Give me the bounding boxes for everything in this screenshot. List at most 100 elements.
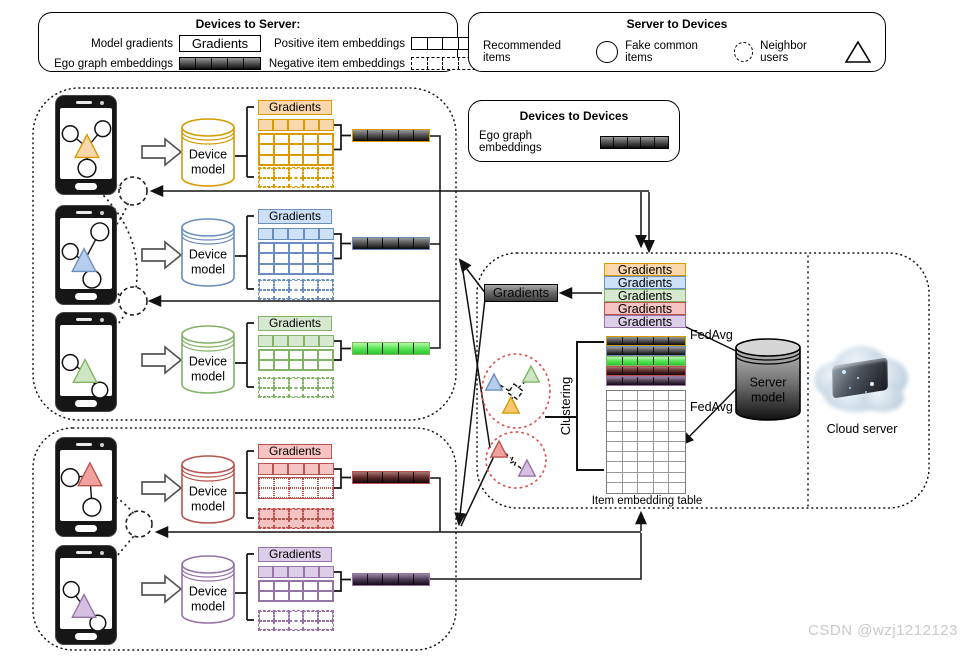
model-gradients-label: Model gradients (91, 37, 173, 50)
bar-segment (638, 357, 654, 365)
phone-device-orange (55, 95, 117, 195)
bar-segment (638, 377, 654, 385)
phone-screen (60, 558, 112, 632)
gradient-table-device-blue (258, 242, 334, 275)
graph-node (82, 269, 102, 289)
cluster-user-triangle-green (521, 364, 541, 383)
item-cell (654, 482, 670, 493)
positive-row-device-green (258, 335, 334, 347)
server-gradients-device-blue: Gradients (604, 276, 686, 289)
bar-segment (623, 347, 639, 355)
negative-items-label: Negative item embeddings (268, 57, 405, 70)
right-bracket (334, 340, 351, 361)
bar-segment (443, 38, 459, 49)
fake-common-item-icon (733, 42, 754, 62)
gradients-label-device-green: Gradients (258, 316, 332, 331)
left-bracket (235, 450, 254, 519)
negative-table-device-orange (258, 167, 334, 188)
bar-segment (669, 337, 685, 345)
left-bracket (235, 553, 254, 621)
graph-node (77, 158, 97, 178)
block-arrow (141, 574, 183, 604)
server-gradients-device-orange: Gradients (604, 263, 686, 276)
item-cell (669, 483, 685, 493)
bar-segment (669, 377, 685, 385)
svg-text:Device: Device (189, 248, 227, 262)
gradient-table-device-green (258, 349, 334, 371)
item-cell (622, 411, 639, 422)
cylinder-device-model: Device model (181, 118, 235, 188)
item-cell (653, 431, 670, 442)
fake-common-items-label: Fake common items (625, 40, 698, 64)
positive-items-label: Positive item embeddings (273, 37, 405, 50)
bar-segment (399, 472, 414, 483)
right-bracket (334, 571, 351, 592)
item-cell (669, 401, 685, 412)
item-cell (622, 431, 639, 442)
positive-row-device-red (258, 463, 334, 475)
cluster-user-triangle-orange (501, 395, 521, 414)
ego-graph (60, 461, 103, 517)
item-cell (607, 411, 623, 422)
bar-segment (428, 58, 444, 69)
item-cell (622, 441, 639, 453)
watermark: CSDN @wzj1212123 (808, 622, 958, 639)
bar-segment (228, 58, 244, 69)
bar-segment (368, 130, 384, 141)
bar-segment (669, 367, 685, 375)
item-cell (622, 391, 639, 402)
embedding-bar-device-red (352, 471, 430, 484)
bar-segment (244, 58, 260, 69)
bar-segment (399, 130, 414, 141)
user-triangle (74, 133, 100, 159)
bar-segment (654, 367, 670, 375)
bar-segment (654, 347, 670, 355)
bar-segment (601, 136, 615, 148)
server-embedding-bar-device-red (606, 366, 686, 376)
bar-segment (383, 238, 399, 249)
server-boundary (476, 252, 930, 509)
item-cell (669, 442, 685, 453)
item-cell (638, 411, 654, 422)
right-bracket (334, 233, 351, 260)
svg-text:Device: Device (189, 355, 227, 369)
ego-graph-bar (599, 135, 669, 149)
cluster-user-triangle-purple (517, 458, 537, 477)
neighbor-users-label: Neighbor users (760, 40, 807, 64)
phone-device-green (55, 312, 117, 412)
item-cell (623, 482, 639, 493)
svg-text:model: model (191, 163, 225, 177)
svg-text:Device: Device (189, 148, 227, 162)
fake-common-item-circle-3 (125, 510, 153, 538)
block-arrow (141, 240, 183, 270)
item-cell (653, 462, 670, 473)
bar-segment (399, 574, 414, 585)
bar-segment (607, 337, 623, 345)
right-bracket (334, 124, 351, 151)
item-cell (653, 421, 670, 432)
svg-text:model: model (751, 391, 785, 405)
item-cell (669, 462, 685, 473)
embedding-bar-device-orange (352, 129, 430, 142)
phone-screen (60, 325, 112, 399)
bar-segment (414, 574, 429, 585)
bar-segment (654, 377, 670, 385)
item-cell (669, 452, 685, 463)
left-bracket (235, 106, 254, 178)
item-cell (638, 391, 654, 402)
bar-segment (368, 238, 384, 249)
bar-segment (368, 472, 384, 483)
phone-screen (60, 450, 112, 521)
svg-text:model: model (191, 263, 225, 277)
bar-segment (383, 343, 399, 354)
graph-node (91, 381, 109, 399)
bar-segment (412, 38, 428, 49)
bar-segment (414, 130, 429, 141)
item-cell (638, 482, 654, 493)
gradients-label-device-orange: Gradients (258, 100, 332, 115)
bar-segment (428, 38, 444, 49)
cylinder-device-model: Device model (181, 455, 235, 525)
bar-segment (614, 136, 628, 148)
ego-graph-label: Ego graph embeddings (479, 130, 542, 154)
